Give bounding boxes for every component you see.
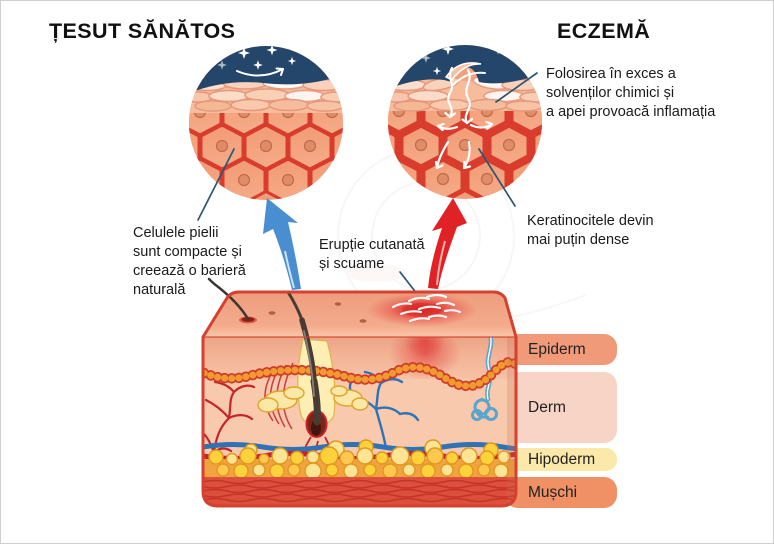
sebaceous-gland bbox=[257, 385, 369, 413]
annotation-healthy-cells-line3: creează o barieră bbox=[133, 263, 246, 279]
annotation-eruption-line1: Erupție cutanată bbox=[319, 237, 425, 253]
artery-line bbox=[203, 451, 516, 461]
eruption-scales bbox=[391, 293, 462, 323]
surface-pore bbox=[239, 316, 257, 324]
corneum-flat-cells-eczema bbox=[388, 75, 542, 112]
annotation-solvents-line1: Folosirea în exces a bbox=[546, 66, 676, 82]
penetration-arrows bbox=[434, 66, 494, 170]
skin-block-outline bbox=[201, 290, 518, 508]
surface-pores bbox=[268, 302, 367, 323]
annotation-eruption-line2: și scuame bbox=[319, 256, 385, 272]
annotation-keratinocytes: Keratinocitele devin mai puțin dense bbox=[527, 212, 654, 250]
vein-line bbox=[203, 442, 516, 452]
magnifier-healthy-skin bbox=[189, 46, 343, 200]
pointer-healthy-cells bbox=[197, 148, 235, 221]
basal-bead-layer bbox=[203, 357, 516, 391]
corneum-flat-cells bbox=[189, 76, 343, 112]
legend-item-muschi: Mușchi bbox=[505, 477, 617, 508]
peeling-flake bbox=[444, 62, 486, 86]
annotation-eruption: Erupție cutanată și scuame bbox=[319, 236, 425, 274]
sparkle-icons bbox=[217, 46, 329, 70]
annotation-healthy-cells-line4: naturală bbox=[133, 282, 186, 298]
annotation-solvents-line2: solvenților chimici și bbox=[546, 85, 675, 101]
pointer-keratinocytes bbox=[478, 148, 516, 207]
layer-epiderm bbox=[203, 337, 516, 384]
magnifier-eczema-skin bbox=[357, 45, 573, 201]
title-healthy-tissue: ȚESUT SĂNĂTOS bbox=[49, 19, 236, 43]
layer-muschi bbox=[203, 477, 516, 506]
healthy-arrow-blue bbox=[263, 198, 301, 290]
bounce-arrow-icon bbox=[236, 67, 284, 77]
annotation-solvents-line3: a apei provoacă inflamația bbox=[546, 104, 716, 120]
hair-follicle bbox=[257, 338, 369, 464]
follicle-hair bbox=[286, 290, 321, 426]
skin-top-surface bbox=[203, 292, 516, 337]
fat-globules bbox=[208, 439, 511, 480]
pointer-solvents bbox=[495, 72, 538, 103]
legend-item-epiderm: Epiderm bbox=[505, 334, 617, 365]
legend-item-hipoderm: Hipoderm bbox=[505, 448, 617, 471]
annotation-keratinocytes-line1: Keratinocitele devin bbox=[527, 213, 654, 229]
annotation-healthy-cells-line1: Celulele pielii bbox=[133, 225, 219, 241]
muscle-striations bbox=[203, 479, 516, 503]
layer-hipoderm bbox=[203, 459, 516, 477]
annotation-healthy-cells-line2: sunt compacte și bbox=[133, 244, 242, 260]
sweat-gland bbox=[471, 337, 498, 421]
annotation-keratinocytes-line2: mai puțin dense bbox=[527, 232, 630, 248]
navy-surface-healthy bbox=[189, 46, 343, 93]
pointer-eruption bbox=[399, 271, 422, 300]
eruption-patch bbox=[367, 293, 477, 327]
layer-derm bbox=[203, 379, 516, 461]
healthy-cell-layer bbox=[189, 89, 343, 200]
navy-surface-eczema bbox=[388, 45, 542, 89]
annotation-solvents: Folosirea în exces a solvenților chimici… bbox=[546, 65, 715, 122]
legend-label-hipoderm: Hipoderm bbox=[528, 450, 596, 468]
skin-cross-section bbox=[201, 277, 518, 508]
eczema-arrow-red bbox=[428, 198, 467, 289]
vein-tree bbox=[348, 370, 420, 450]
eczema-cell-layer bbox=[357, 91, 573, 201]
title-eczema: ECZEMĂ bbox=[557, 19, 651, 43]
artery-tree bbox=[203, 380, 256, 455]
legend-item-derm: Derm bbox=[505, 372, 617, 443]
annotation-healthy-cells: Celulele pielii sunt compacte și creează… bbox=[133, 224, 246, 300]
legend-label-epiderm: Epiderm bbox=[528, 340, 586, 358]
sparkle-icons-eczema bbox=[421, 45, 526, 76]
legend-label-muschi: Mușchi bbox=[528, 483, 578, 501]
legend-label-derm: Derm bbox=[528, 398, 566, 416]
